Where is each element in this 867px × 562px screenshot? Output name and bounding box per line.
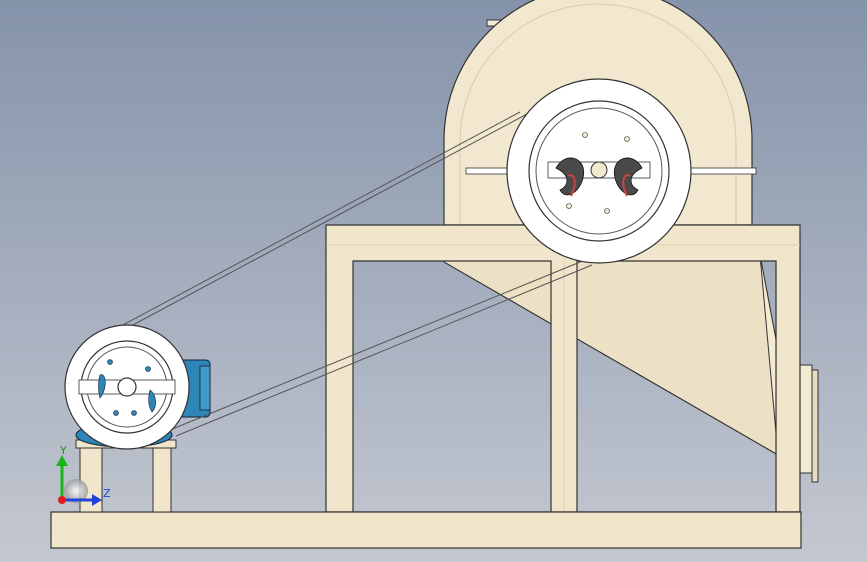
base-plate (50, 511, 802, 549)
drive-pulley (64, 324, 190, 450)
discharge-chute (443, 254, 819, 483)
coordinate-triad[interactable]: Y Z (56, 444, 111, 506)
z-axis-label: Z (103, 487, 111, 500)
triad-origin-icon (64, 479, 88, 503)
v-belt (122, 111, 593, 437)
driven-pulley (506, 78, 692, 264)
x-axis-dot (58, 496, 66, 504)
y-axis-label: Y (59, 444, 67, 457)
